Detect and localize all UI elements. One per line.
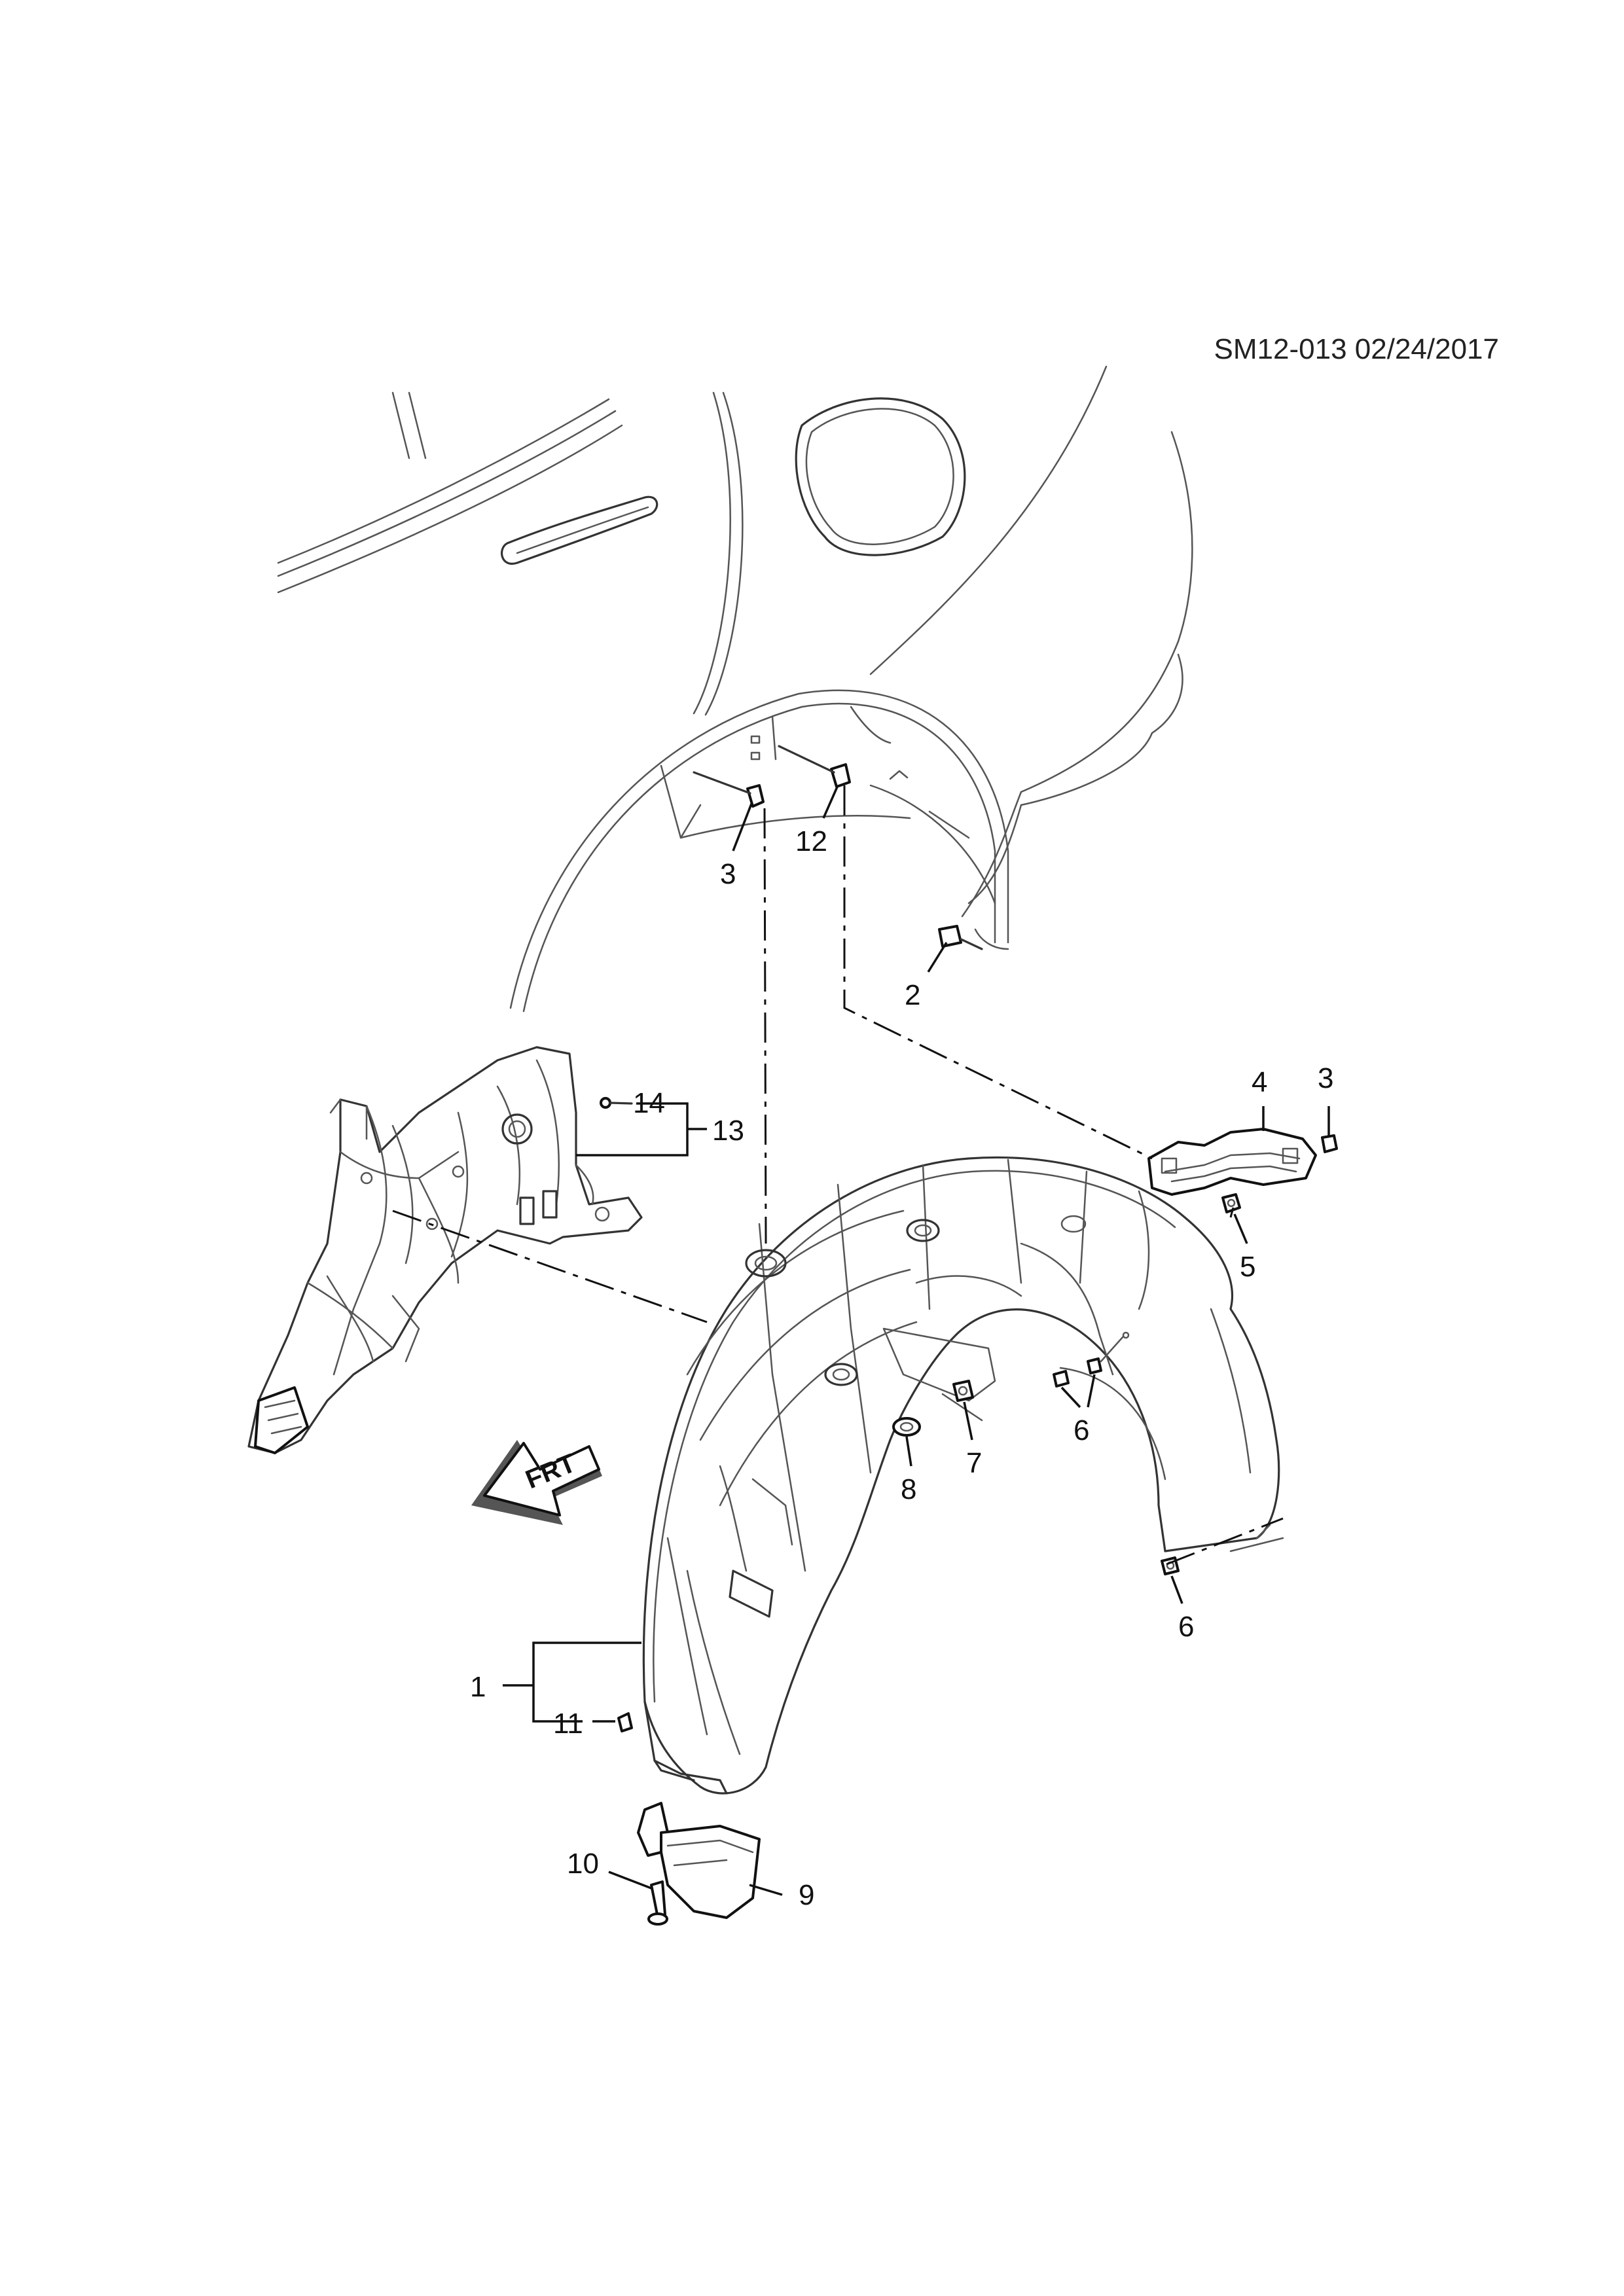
callout-1: 1 (470, 1671, 486, 1703)
reference-code: SM12-013 02/24/2017 (1214, 333, 1499, 365)
push-pin-14 (600, 1097, 633, 1109)
bracket-13 (576, 1102, 689, 1157)
callout-2: 2 (905, 979, 920, 1011)
liner-rivet-7 (952, 1380, 974, 1402)
assembly-line-5-liner (1229, 1207, 1235, 1218)
wheelhouse-liner (642, 1156, 1284, 1795)
leader-6a (1060, 1386, 1081, 1408)
splash-guard-bolt-10 (647, 1880, 668, 1926)
bracket-nut-5 (1221, 1193, 1241, 1213)
front-direction-arrow-icon: FRT (471, 1440, 602, 1525)
assembly-line-12-bracket (843, 785, 1153, 1160)
assembly-line-body-liner (392, 1210, 708, 1323)
callout-6a: 6 (1074, 1414, 1089, 1446)
callout-9: 9 (799, 1879, 814, 1911)
callout-13: 13 (712, 1115, 744, 1147)
liner-screw-6a (1053, 1370, 1070, 1388)
body-nut-2 (938, 925, 983, 950)
callout-6b: 6 (1178, 1611, 1194, 1643)
leader-7 (963, 1401, 973, 1441)
leader-2 (927, 942, 948, 973)
callout-12: 12 (795, 825, 827, 857)
liner-bracket (1147, 1128, 1317, 1196)
callout-10: 10 (567, 1848, 599, 1880)
callout-8: 8 (901, 1473, 916, 1505)
assembly-line-3-liner (763, 808, 767, 1244)
callout-14: 14 (633, 1087, 665, 1119)
vehicle-body-outline (277, 365, 1193, 1013)
leader-5 (1233, 1213, 1248, 1244)
callout-11: 11 (553, 1708, 583, 1740)
inner-body-structure (247, 1046, 643, 1454)
body-clip-3 (693, 771, 765, 808)
liner-grommet-8 (892, 1417, 921, 1437)
body-clip-12 (778, 745, 851, 788)
bracket-clip-3 (1321, 1134, 1338, 1153)
leader-9 (749, 1884, 783, 1896)
leader-8 (905, 1436, 912, 1467)
leader-6a2 (1087, 1374, 1096, 1408)
bracket-1 (532, 1641, 641, 1723)
callout-7: 7 (966, 1447, 982, 1479)
callout-4: 4 (1252, 1066, 1267, 1098)
leader-12 (822, 785, 839, 819)
leader-6b (1170, 1575, 1183, 1604)
leader-3a (732, 803, 753, 852)
assembly-line-6-liner (1166, 1517, 1284, 1566)
leader-10 (608, 1871, 652, 1890)
callout-5: 5 (1240, 1251, 1255, 1283)
liner-screw-6b (1087, 1331, 1130, 1374)
callout-3b: 3 (1318, 1062, 1333, 1094)
liner-clip-11 (617, 1712, 633, 1732)
callout-3a: 3 (720, 858, 736, 890)
splash-guard (637, 1802, 761, 1919)
